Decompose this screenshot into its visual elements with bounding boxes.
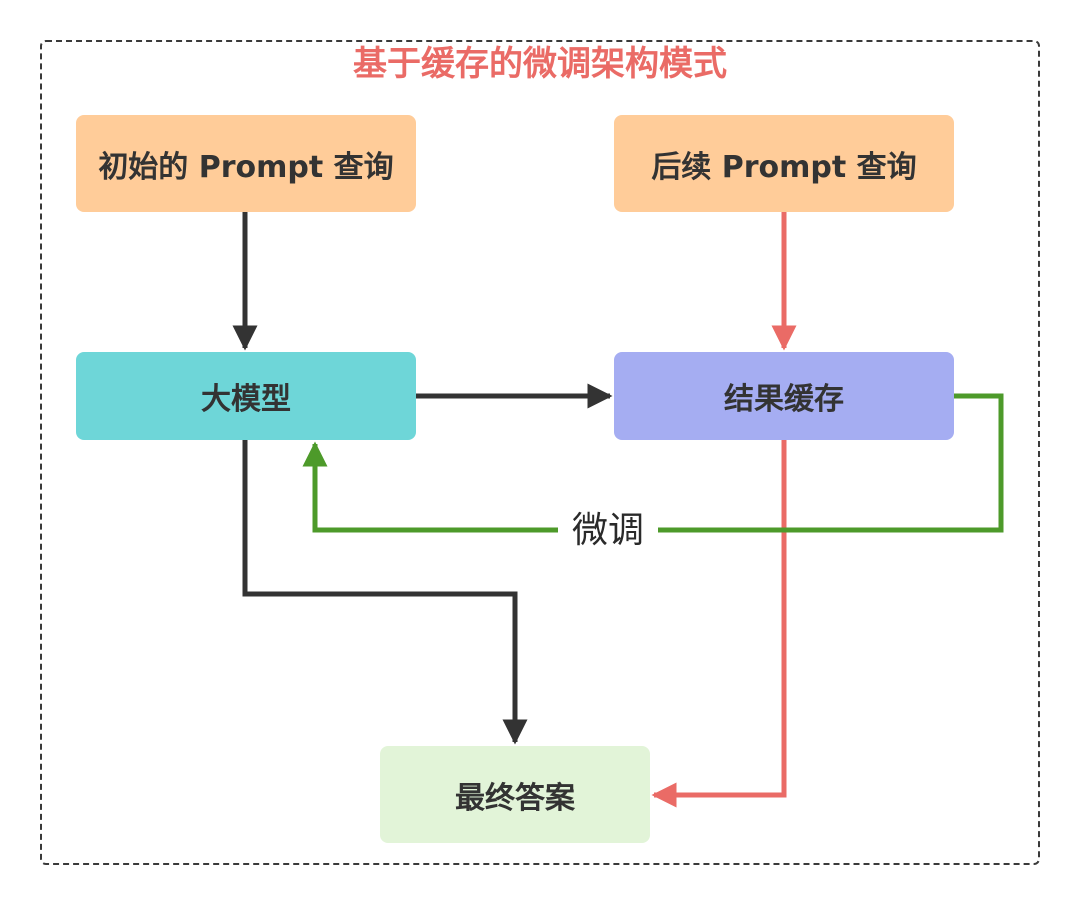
- node-result-cache: 结果缓存: [614, 352, 954, 440]
- node-followup-prompt: 后续 Prompt 查询: [614, 115, 954, 212]
- node-final-answer: 最终答案: [380, 746, 650, 843]
- diagram-frame: [40, 40, 1040, 865]
- diagram-title: 基于缓存的微调架构模式: [353, 44, 727, 84]
- node-initial-prompt: 初始的 Prompt 查询: [76, 115, 416, 212]
- node-llm: 大模型: [76, 352, 416, 440]
- edge-cache-to-final: [651, 440, 787, 808]
- fine-tune-label: 微调: [558, 506, 658, 556]
- edge-finetune-loop: [302, 393, 1004, 533]
- edge-llm-to-final: [242, 440, 528, 745]
